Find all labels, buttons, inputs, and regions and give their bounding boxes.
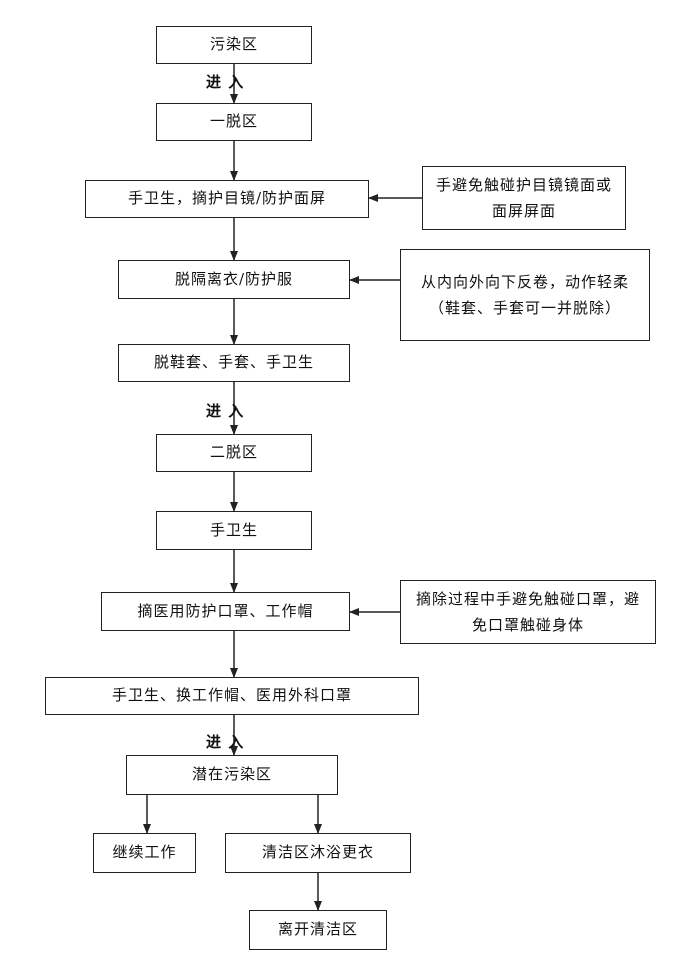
goggles-note-box: 手避免触碰护目镜镜面或面屏屏面 (422, 166, 626, 230)
potential-polluted-zone-box: 潜在污染区 (126, 755, 338, 795)
gown-note-text: 从内向外向下反卷，动作轻柔（鞋套、手套可一并脱除） (420, 272, 629, 317)
polluted-zone-box: 污染区 (156, 26, 312, 64)
remove-shoe-covers-box: 脱鞋套、手套、手卫生 (118, 344, 350, 382)
remove-mask-cap-box: 摘医用防护口罩、工作帽 (101, 592, 350, 631)
goggles-note-text: 手避免触碰护目镜镜面或面屏屏面 (435, 175, 612, 220)
remove-gown-box: 脱隔离衣/防护服 (118, 260, 350, 299)
enter-label-3: 进 入 (206, 733, 245, 751)
continue-work-label: 继续工作 (112, 843, 177, 862)
gown-note-box: 从内向外向下反卷，动作轻柔（鞋套、手套可一并脱除） (400, 249, 650, 341)
continue-work-box: 继续工作 (93, 833, 196, 873)
change-cap-mask-label: 手卫生、换工作帽、医用外科口罩 (111, 686, 352, 705)
remove-mask-cap-label: 摘医用防护口罩、工作帽 (137, 601, 314, 620)
hand-hygiene-box: 手卫生 (156, 511, 312, 550)
enter-label-1: 进 入 (206, 73, 245, 91)
first-doffing-zone-box: 一脱区 (156, 103, 312, 141)
second-doffing-zone-box: 二脱区 (156, 434, 312, 472)
remove-goggles-box: 手卫生，摘护目镜/防护面屏 (85, 180, 369, 218)
remove-gown-label: 脱隔离衣/防护服 (174, 269, 294, 288)
change-cap-mask-box: 手卫生、换工作帽、医用外科口罩 (45, 677, 419, 715)
mask-note-text: 摘除过程中手避免触碰口罩，避免口罩触碰身体 (415, 589, 640, 634)
mask-note-box: 摘除过程中手避免触碰口罩，避免口罩触碰身体 (400, 580, 656, 644)
polluted-zone-label: 污染区 (209, 35, 258, 54)
hand-hygiene-label: 手卫生 (209, 520, 258, 539)
clean-zone-shower-box: 清洁区沐浴更衣 (225, 833, 411, 873)
leave-clean-zone-box: 离开清洁区 (249, 910, 387, 950)
potential-polluted-zone-label: 潜在污染区 (191, 765, 272, 784)
second-doffing-zone-label: 二脱区 (209, 443, 258, 462)
first-doffing-zone-label: 一脱区 (209, 112, 258, 131)
leave-clean-zone-label: 离开清洁区 (277, 920, 358, 939)
remove-goggles-label: 手卫生，摘护目镜/防护面屏 (127, 189, 327, 208)
clean-zone-shower-label: 清洁区沐浴更衣 (261, 843, 374, 862)
enter-label-2: 进 入 (206, 402, 245, 420)
remove-shoe-covers-label: 脱鞋套、手套、手卫生 (153, 353, 314, 372)
